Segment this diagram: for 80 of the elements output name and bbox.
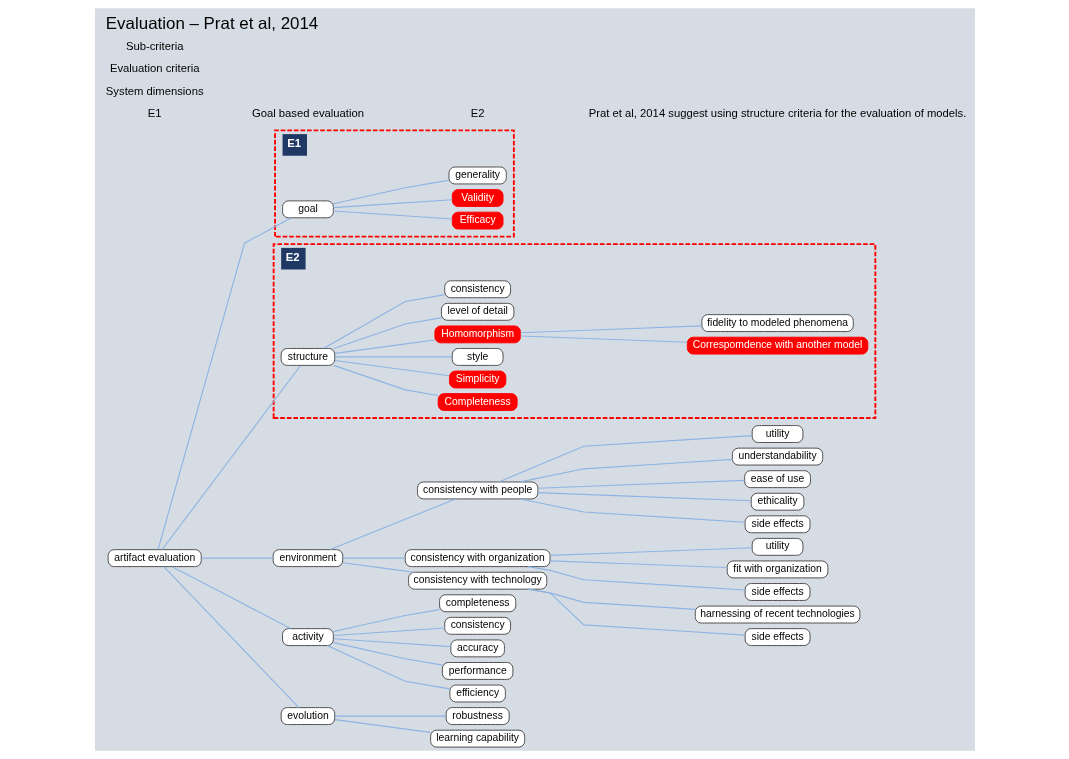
node-box: side effects — [744, 628, 810, 647]
node-box: Homomorphism — [433, 325, 521, 344]
connector — [171, 566, 291, 630]
node-box: Correspomdence with another model — [686, 336, 868, 355]
node-box: evolution — [280, 707, 335, 725]
connector — [332, 609, 440, 633]
node-box: consistency with organization — [404, 549, 550, 568]
connector — [536, 492, 752, 502]
connector — [332, 179, 449, 205]
node-box: completeness — [438, 594, 516, 613]
node-box: learning capability — [429, 729, 525, 748]
connector — [527, 588, 745, 636]
node-box: consistency — [443, 616, 511, 635]
node-box: Validity — [451, 189, 503, 207]
node-box: consistency with technology — [407, 571, 547, 590]
node-box: ease of use — [743, 470, 811, 489]
label: Prat et al, 2014 suggest using structure criteria for the evaluation of models. — [588, 107, 966, 120]
connector — [341, 562, 414, 573]
connector — [518, 458, 733, 483]
node-box: generality — [448, 166, 507, 185]
node-box: performance — [441, 662, 513, 680]
connector — [161, 365, 301, 551]
connector — [332, 317, 442, 350]
node-box: utility — [751, 425, 803, 443]
connector — [549, 547, 753, 556]
connector — [329, 498, 456, 551]
node-box: environment — [272, 549, 343, 568]
connector — [334, 356, 453, 358]
connector — [536, 479, 745, 489]
label: E1 — [147, 107, 162, 120]
connector — [332, 210, 453, 220]
connector — [334, 715, 447, 717]
node-box: understandability — [731, 447, 823, 466]
node-box: goal — [281, 200, 334, 219]
connector — [332, 642, 443, 666]
connector — [334, 359, 450, 377]
node-box: utility — [751, 537, 803, 556]
node-box: efficiency — [448, 684, 506, 703]
connector — [527, 566, 745, 591]
connector — [332, 638, 451, 648]
label: Evaluation criteria — [109, 62, 199, 75]
node-box: artifact evaluation — [107, 549, 202, 568]
node-box: Simplicity — [448, 370, 506, 389]
node-box: accuracy — [449, 639, 505, 658]
node-box: activity — [281, 628, 334, 647]
node-box: robustness — [445, 707, 510, 725]
node-box: fit with organization — [726, 560, 828, 579]
label: E2 — [470, 107, 485, 120]
connector — [518, 498, 745, 523]
connector — [332, 627, 445, 636]
connector — [341, 557, 406, 559]
connector — [519, 325, 702, 334]
node-box: structure — [280, 348, 335, 366]
node-box: fidelity to modeled phenomena — [700, 314, 854, 333]
node-box: side effects — [744, 583, 810, 601]
node-box: consistency — [443, 280, 511, 299]
node-box: side effects — [744, 515, 810, 534]
node-box: Completeness — [437, 393, 518, 411]
label: Goal based evaluation — [251, 107, 364, 120]
connector — [200, 557, 274, 559]
connector — [519, 335, 688, 343]
node-box: style — [451, 348, 503, 366]
node-box: Efficacy — [451, 211, 503, 230]
node-box: harnessing of recent technologies — [694, 605, 860, 624]
label: Sub-criteria — [125, 39, 184, 52]
connector — [322, 294, 445, 349]
connector — [497, 435, 752, 483]
connector — [334, 339, 435, 354]
node-box: consistency with people — [416, 481, 538, 500]
label: System dimensions — [105, 84, 204, 97]
connector — [332, 199, 453, 209]
connector — [326, 645, 450, 690]
connector — [162, 566, 299, 709]
connector — [549, 560, 727, 569]
node-box: ethicality — [750, 492, 804, 511]
connector — [332, 364, 439, 396]
diagram-title: Evaluation – Prat et al, 2014 — [105, 14, 318, 34]
connector — [157, 217, 292, 550]
node-box: level of detail — [440, 302, 514, 321]
connector — [334, 719, 431, 733]
